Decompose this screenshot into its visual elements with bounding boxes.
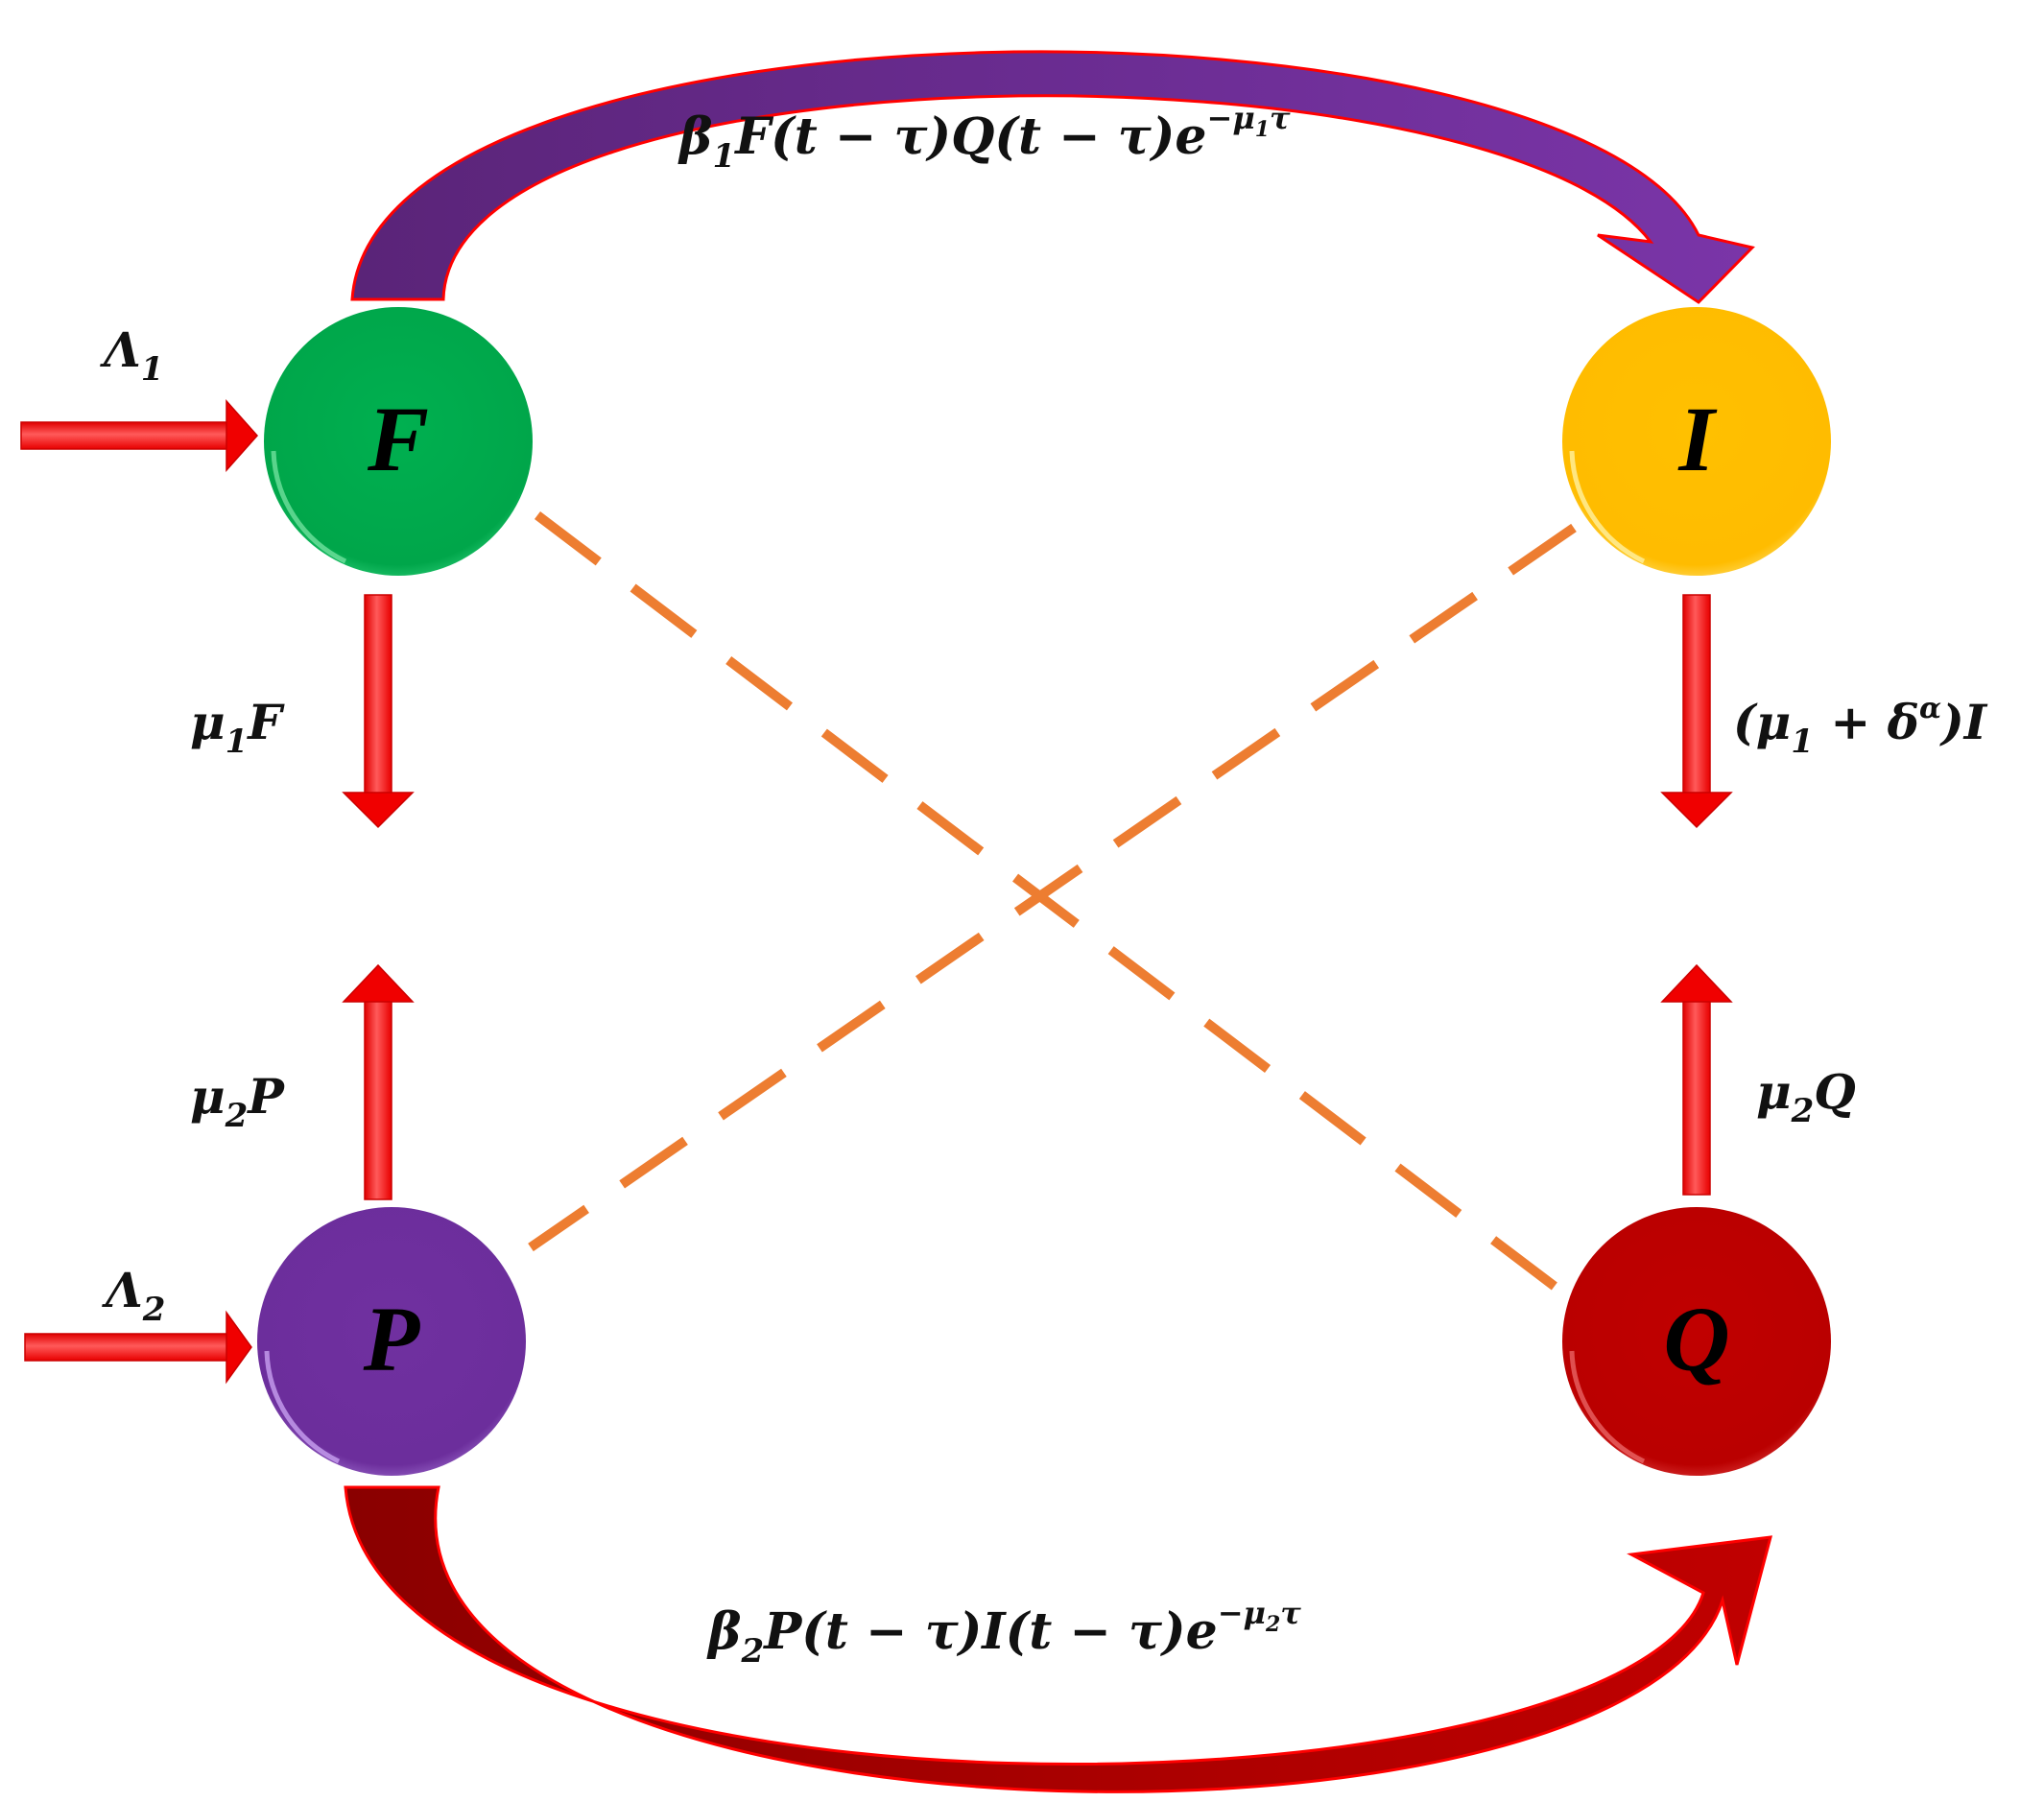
label-mu2-p: μ2P xyxy=(190,1068,285,1135)
node-i: I xyxy=(1562,307,1831,576)
dashed-interaction-f-q xyxy=(534,511,1573,1301)
outflow-arrow-q xyxy=(1660,963,1733,1196)
outflow-arrow-p xyxy=(342,963,415,1200)
label-lambda2: Λ2 xyxy=(102,1262,165,1329)
dashed-interaction-i-p xyxy=(528,523,1577,1252)
outflow-arrow-f xyxy=(342,594,415,829)
top-flow-arrow xyxy=(350,50,1755,304)
node-q-label: Q xyxy=(1663,1288,1729,1390)
inflow-arrow-lambda1 xyxy=(20,399,259,472)
label-lambda1: Λ1 xyxy=(100,321,163,389)
node-p-label: P xyxy=(363,1288,421,1390)
node-q: Q xyxy=(1562,1207,1831,1476)
label-mu1-delta-i: (μ1 + δα)I xyxy=(1733,692,1988,761)
bottom-flow-arrow xyxy=(344,1485,1773,1793)
inflow-arrow-lambda2 xyxy=(24,1310,252,1385)
label-mu1-f: μ1F xyxy=(190,694,285,761)
node-p: P xyxy=(257,1207,526,1476)
label-mu2-q: μ2Q xyxy=(1756,1063,1856,1130)
label-top-flow: β1F(t − τ)Q(t − τ)e−μ1τ xyxy=(677,100,1291,176)
label-bottom-flow: β2P(t − τ)I(t − τ)e−μ2τ xyxy=(706,1595,1301,1671)
node-i-label: I xyxy=(1677,388,1718,490)
node-f-label: F xyxy=(367,388,429,490)
node-f: F xyxy=(264,307,533,576)
outflow-arrow-i xyxy=(1660,594,1733,829)
